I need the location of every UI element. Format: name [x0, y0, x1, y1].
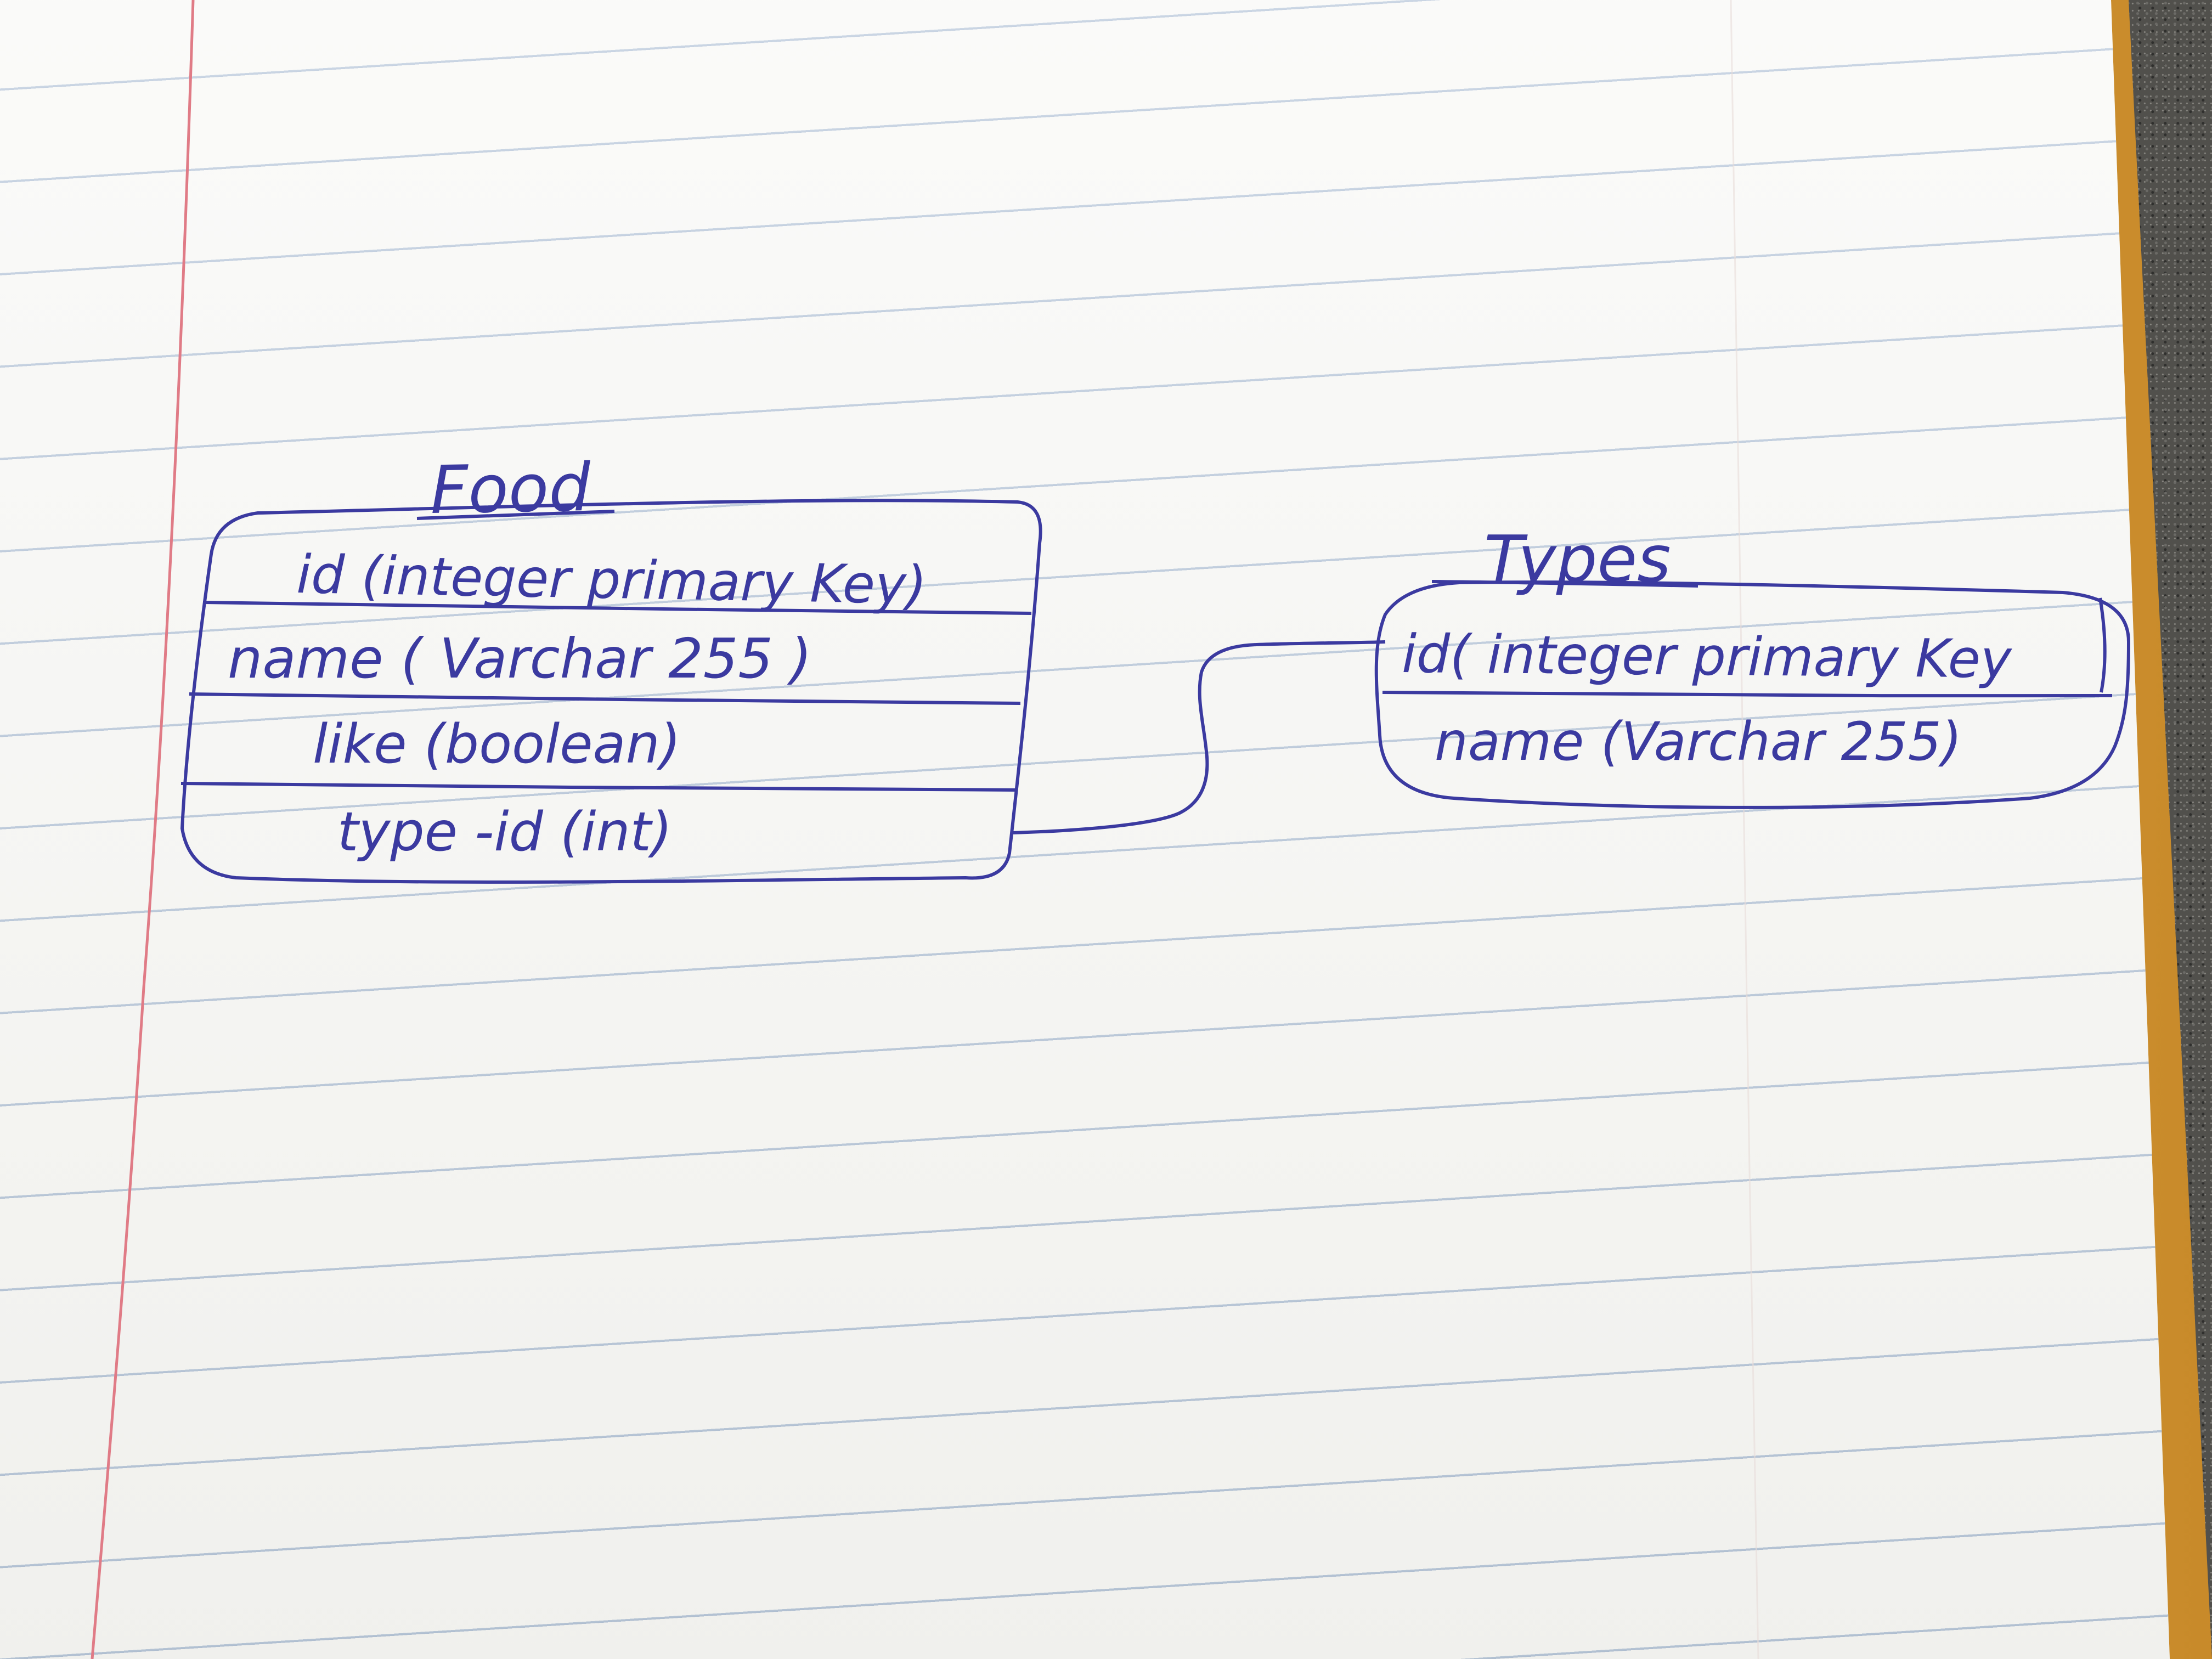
field-food-id: id (integer primary Key) — [296, 544, 928, 616]
relationship-line — [1012, 640, 1386, 834]
field-food-like: like (boolean) — [313, 713, 681, 776]
field-types-id: id( integer primary Key — [1402, 623, 2013, 690]
paper-crease — [1730, 0, 1759, 1659]
entity-types: Types id( integer primary Key name (Varc… — [1374, 521, 2131, 809]
row-divider — [189, 692, 1021, 705]
entity-box-food — [180, 499, 1042, 884]
field-types-name: name (Varchar 255) — [1435, 711, 1962, 772]
row-divider — [202, 601, 1032, 615]
row-divider — [180, 782, 1015, 792]
row-divider — [1382, 691, 2113, 698]
margin-line — [91, 0, 195, 1659]
box-edge-stroke — [2098, 597, 2107, 693]
field-food-name: name ( Varchar 255 ) — [228, 627, 812, 691]
entity-box-types — [1374, 580, 2131, 809]
entity-food: Food id (integer primary Key) name ( Var… — [180, 450, 1042, 884]
field-food-type-id: type -id (int) — [337, 801, 672, 864]
entity-title-underline — [416, 510, 615, 520]
